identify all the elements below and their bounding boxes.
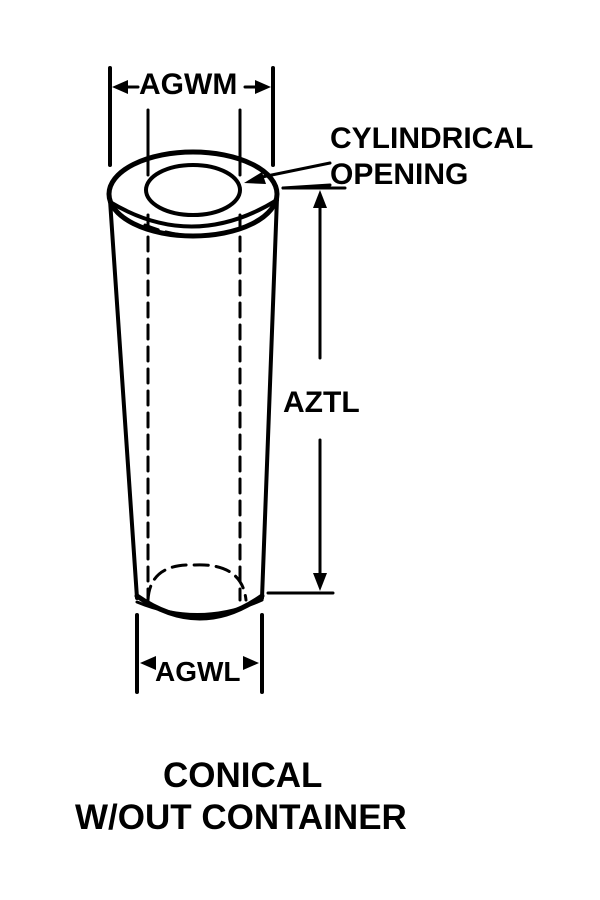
aztl-dimension <box>266 186 347 595</box>
inner-bore-hidden <box>143 213 248 602</box>
aztl-label: AZTL <box>283 386 360 419</box>
agwl-dimension <box>135 613 264 694</box>
opening-label-line1: CYLINDRICAL <box>330 122 534 155</box>
opening-label-line2: OPENING <box>330 158 469 191</box>
agwm-dimension <box>108 66 275 177</box>
caption-line2: W/OUT CONTAINER <box>75 798 407 837</box>
agwl-label: AGWL <box>155 656 241 687</box>
caption-line1: CONICAL <box>163 756 323 795</box>
cone-body <box>106 149 280 621</box>
agwm-label: AGWM <box>139 68 238 101</box>
